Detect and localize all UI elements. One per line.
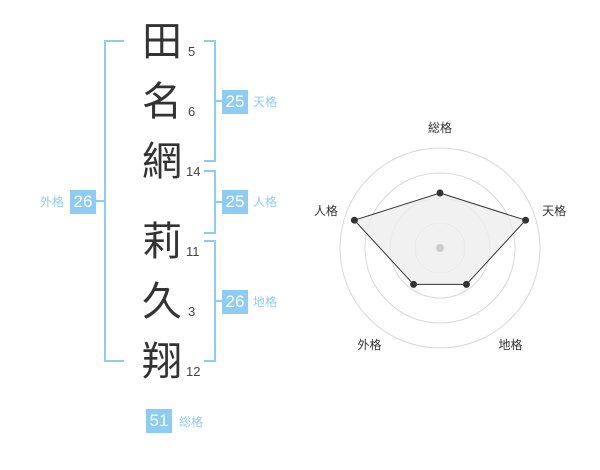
radar-axis-label-2: 天格 (542, 203, 566, 218)
name-char-2: 名 (142, 79, 182, 125)
radar-area (353, 192, 527, 285)
chikaku-label: 地格 (253, 295, 278, 309)
radar-ring-3 (364, 172, 516, 324)
radar-ring-4 (339, 147, 541, 349)
tenkaku-value: 25 (222, 90, 248, 114)
name-char-6: 翔 (142, 339, 182, 385)
jinkaku-value: 25 (222, 190, 248, 214)
radar-point-5 (350, 216, 358, 224)
radar-point-1 (436, 189, 444, 197)
radar-axis-label-1: 総格 (428, 120, 452, 135)
stroke-count-3: 14 (186, 164, 201, 179)
chikaku-value: 26 (222, 290, 248, 314)
radar-axis-label-5: 人格 (314, 203, 338, 218)
tenkaku-tick (214, 100, 222, 102)
radar-axis-label-3: 地格 (499, 337, 523, 352)
name-char-1: 田 (142, 19, 182, 65)
radar-axis-label-4: 外格 (357, 337, 381, 352)
radar-center-dot (436, 244, 444, 252)
gaikaku-tick (96, 200, 106, 202)
jinkaku-tick (214, 201, 222, 203)
radar-point-4 (410, 280, 418, 288)
jinkaku-label: 人格 (253, 195, 278, 209)
tenkaku-label: 天格 (253, 95, 278, 109)
gaikaku-value: 26 (70, 190, 96, 214)
name-char-5: 久 (142, 279, 182, 325)
gaikaku-label: 外格 (40, 195, 65, 209)
name-char-3: 網 (142, 139, 182, 185)
stroke-count-2: 6 (188, 104, 196, 119)
soukaku-label: 総格 (179, 415, 204, 429)
chikaku-tick (214, 300, 222, 302)
soukaku-value: 51 (146, 409, 172, 433)
stroke-count-1: 5 (188, 44, 196, 59)
name-char-4: 莉 (142, 219, 182, 265)
stroke-count-5: 3 (188, 304, 196, 319)
radar-point-2 (522, 216, 530, 224)
stroke-count-4: 11 (186, 244, 200, 259)
radar-point-3 (462, 280, 470, 288)
stroke-count-6: 12 (186, 364, 201, 379)
